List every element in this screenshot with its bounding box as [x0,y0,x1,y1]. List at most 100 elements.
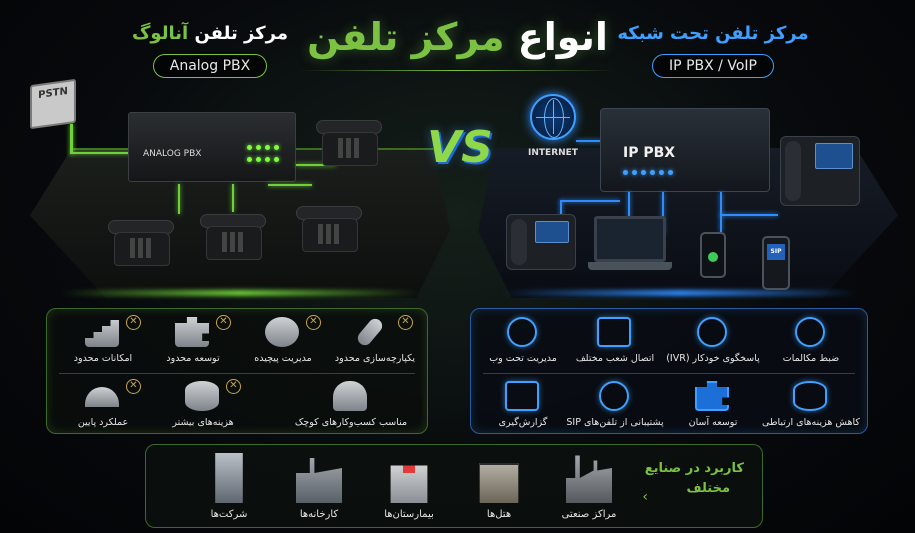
industry-label: هتل‌ها [486,509,512,520]
phone-icon [599,381,629,411]
analog-features-panel: ✕ امکانات محدود ✕ توسعه محدود ✕ مدیریت پ… [46,308,428,434]
microphone-icon [795,317,825,347]
feature-label: پشتیبانی از تلفن‌های SIP [566,417,664,428]
pstn-label: PSTN [38,85,68,102]
lan-wire-2 [628,192,630,218]
analog-feature: ✕ توسعه محدود [147,313,239,371]
office-building-icon [215,453,243,503]
ip-desk-phone-icon [506,214,576,270]
lan-wire-1h [560,200,620,202]
globe-icon [507,317,537,347]
industry-item: شرکت‌ها [186,451,272,527]
pstn-jack-icon: PSTN [30,78,76,130]
lan-wire-3 [662,192,664,234]
network-tree-icon [597,317,631,347]
analog-phone-icon [316,118,382,168]
industry-item: بیمارستان‌ها [366,451,452,527]
ip-heading-label: مرکز تلفن تحت شبکه [617,23,809,44]
ip-feature: پاسخگوی خودکار (IVR) [666,313,760,371]
analog-heading-accent: آنالوگ [132,23,189,44]
industries-title: کاربرد در صنایع مختلف [634,459,744,499]
analog-tag: Analog PBX [152,54,268,78]
main-title: انواع مرکز تلفن [300,12,615,62]
feature-label: عملکرد پایین [77,417,129,428]
ip-tag: IP PBX / VoIP [652,54,774,78]
industry-label: مراکز صنعتی [561,509,617,520]
speedometer-icon [85,387,119,407]
industries-title-line-2: مختلف [686,481,730,496]
analog-feature: ✕ عملکرد پایین [57,377,149,435]
analog-feature: ✕ هزینه‌های بیشتر [157,377,249,435]
ip-pbx-label: IP PBX [623,145,676,161]
title-word-types: انواع [517,15,608,59]
coins-down-icon [793,381,827,411]
feature-label: پاسخگوی خودکار (IVR) [666,353,760,364]
puzzle-icon [175,317,209,347]
analog-heading: مرکز تلفن آنالوگ Analog PBX [95,22,325,78]
ip-pbx-device: IP PBX [600,108,770,192]
factory-icon [296,458,342,503]
chevron-left-icon: ‹ [642,489,648,505]
feature-label: مدیریت تحت وب [489,353,557,364]
ip-feature: ضبط مکالمات [765,313,857,371]
headset-icon [697,317,727,347]
lan-wire-1 [560,200,562,218]
ip-feature: مدیریت تحت وب [477,313,569,371]
ip-features-panel: مدیریت تحت وب اتصال شعب مختلف پاسخگوی خو… [470,308,868,434]
wire-phone-2 [232,184,234,212]
cross-mark-icon: ✕ [126,315,141,330]
industry-label: کارخانه‌ها [299,509,339,520]
industry-item: HOTEL هتل‌ها [456,451,542,527]
ip-desk-phone-icon [780,136,860,206]
feature-label: اتصال شعب مختلف [575,353,655,364]
ip-pbx-leds [621,165,675,181]
title-underline [300,70,615,71]
industries-title-line-1: کاربرد در صنایع [644,461,744,476]
hotel-icon: HOTEL [479,463,519,503]
lan-wire-4 [720,192,722,232]
cross-mark-icon: ✕ [306,315,321,330]
internet-globe-icon [530,94,576,140]
ip-feature: کاهش هزینه‌های ارتباطی [762,377,860,435]
ip-heading: مرکز تلفن تحت شبکه IP PBX / VoIP [598,22,828,78]
versus-badge: VS [427,122,493,173]
panel-row-divider [483,373,855,374]
analog-feature: مناسب کسب‌وکارهای کوچک [291,377,411,435]
ip-feature: اتصال شعب مختلف [569,313,661,371]
sip-handset-icon: SIP [762,236,790,290]
analog-feature: ✕ امکانات محدود [57,313,149,371]
hospital-icon [390,465,428,503]
feature-label: هزینه‌های بیشتر [172,417,234,428]
title-word-pbx: مرکز تلفن [307,15,505,59]
feature-label: گزارش‌گیری [498,417,548,428]
ip-feature: پشتیبانی از تلفن‌های SIP [566,377,664,435]
industry-item: کارخانه‌ها [276,451,362,527]
growth-chart-icon [85,320,119,347]
lan-wire-4h [720,214,778,216]
industry-label: شرکت‌ها [210,509,248,520]
analog-phone-icon [296,204,362,254]
hotel-sign: HOTEL [480,463,518,465]
feature-label: کاهش هزینه‌های ارتباطی [762,417,860,428]
pstn-wire [70,124,73,154]
feature-label: توسعه محدود [166,353,220,364]
panel-row-divider [59,373,415,374]
analog-feature: ✕ مدیریت پیچیده [237,313,329,371]
wire-phone-3 [268,184,312,186]
ip-feature: توسعه آسان [667,377,759,435]
analog-feature: ✕ یکپارچه‌سازی محدود [329,313,421,371]
analog-heading-text: مرکز تلفن آنالوگ [95,22,325,46]
wire-phone-4 [296,164,336,166]
analog-platform-glow [60,290,420,296]
analog-heading-prefix: مرکز تلفن [194,23,288,44]
analog-pbx-device: ANALOG PBX [128,112,296,182]
cross-mark-icon: ✕ [398,315,413,330]
cross-mark-icon: ✕ [226,379,241,394]
feature-label: امکانات محدود [73,353,133,364]
feature-label: مناسب کسب‌وکارهای کوچک [294,417,408,428]
group-icon [333,381,367,411]
internet-link [576,140,602,142]
feature-label: توسعه آسان [688,417,738,428]
industries-panel: کاربرد در صنایع مختلف ‹ مراکز صنعتی HOTE… [145,444,763,528]
